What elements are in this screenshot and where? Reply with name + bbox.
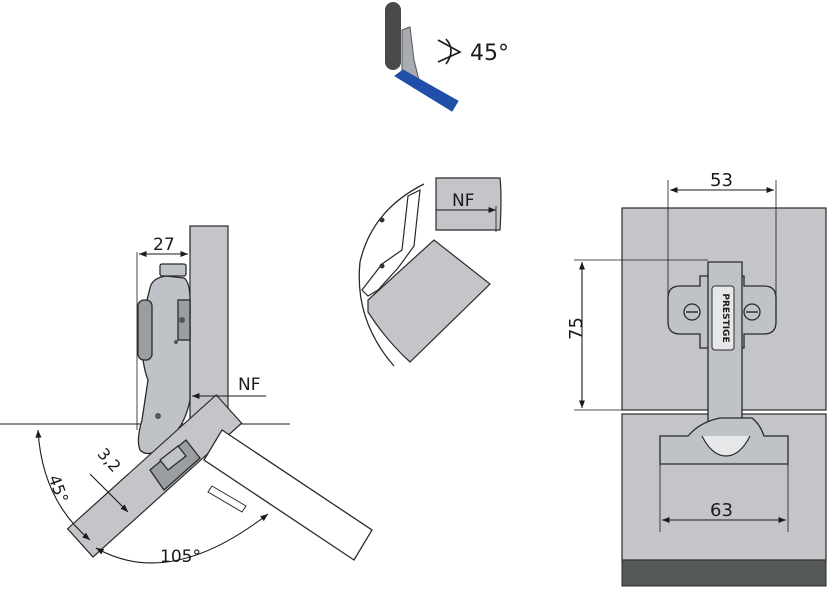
front-view: PRESTIGE 53 75 63 (566, 170, 827, 587)
hinge-cup-side (137, 299, 153, 361)
cabinet-side-panel (189, 225, 229, 429)
angle-icon-group: 45° (385, 2, 509, 112)
detail-side-panel (435, 177, 502, 231)
detail-door (367, 239, 491, 363)
detail-nf-label: NF (452, 191, 475, 211)
detail-hinge-arm (361, 188, 421, 297)
brand-label: PRESTIGE (720, 293, 730, 342)
adjust-screw-icon (179, 317, 185, 323)
door-105-outline (203, 429, 373, 561)
detail-view: NF (358, 177, 502, 367)
front-base (621, 559, 827, 587)
pivot-icon (174, 340, 178, 344)
angle-105-arc (95, 513, 269, 564)
dim-63-label: 63 (710, 500, 733, 521)
detail-circle-edge (358, 183, 425, 367)
angle-45-arc (35, 429, 91, 541)
frame-icon (385, 2, 401, 70)
angle-45-label: 45° (470, 41, 509, 66)
dim-75-label: 75 (566, 317, 587, 340)
pivot-lower-icon (155, 413, 161, 419)
angle-symbol-icon (437, 38, 462, 65)
detail-screw-icon (379, 263, 385, 269)
brand-plate (711, 285, 735, 351)
door-105-handle (207, 485, 247, 513)
cup-boss (159, 445, 187, 471)
dim-27-label: 27 (153, 235, 175, 255)
detail-screw-icon (379, 217, 385, 223)
hinge-top-cap (159, 263, 187, 277)
angle-45-side-label: 45° (45, 472, 73, 505)
dim-53-label: 53 (710, 170, 733, 191)
dim-32-line (89, 473, 129, 513)
dim-nf-label: NF (238, 375, 261, 395)
door-icon (394, 69, 459, 112)
cup-front (701, 435, 751, 457)
angle-105-label: 105° (160, 547, 201, 567)
dim-32-label: 3,2 (94, 444, 125, 476)
side-view: 27 NF 3,2 45° 105° (0, 225, 373, 567)
